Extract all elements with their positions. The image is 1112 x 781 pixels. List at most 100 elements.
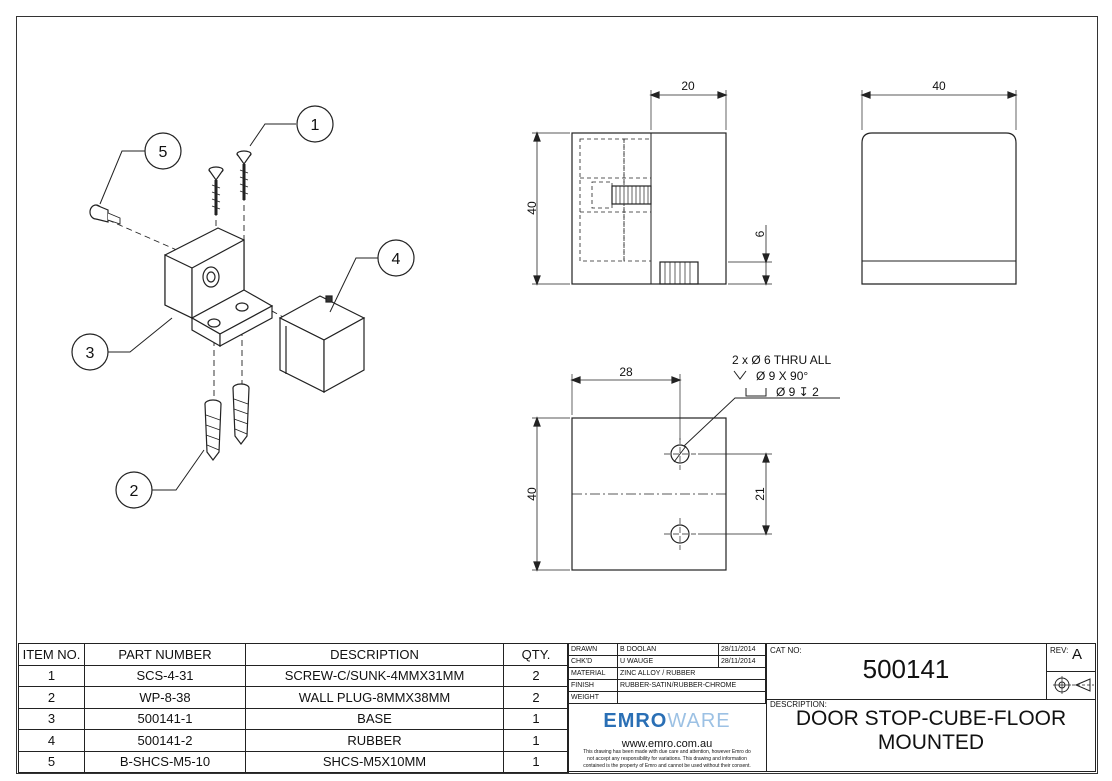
- rev-label: REV:: [1050, 646, 1069, 655]
- sheet-border: [16, 16, 1098, 774]
- dim-side-width: 20: [681, 79, 695, 93]
- finish-label: FINISH: [568, 679, 618, 692]
- approval-grid: DRAWN B DOOLAN 28/11/2014 CHK'D U WAUGE …: [568, 643, 766, 704]
- description-line-2: MOUNTED: [877, 731, 985, 754]
- divider-h1: [766, 699, 1096, 700]
- logo-emro: EMRO: [603, 710, 668, 732]
- bom-header-desc: DESCRIPTION: [245, 643, 504, 666]
- bill-of-materials: ITEM NO. PART NUMBER DESCRIPTION QTY. 1 …: [18, 643, 569, 773]
- chkd-name: U WAUGE: [617, 655, 719, 668]
- drawing-canvas: 1 2 3 4 5 20 40 6: [71, 79, 1018, 572]
- callout-5-label: 5: [159, 144, 168, 161]
- callout-5: [144, 132, 182, 170]
- countersink-icon: [733, 370, 747, 380]
- dim-front-width: 40: [932, 79, 946, 93]
- bom-cell: BASE: [245, 707, 504, 730]
- dim-side-height: 40: [525, 201, 539, 215]
- exploded-view: [89, 123, 378, 491]
- bom-cell: 2: [503, 664, 569, 687]
- finish-row: FINISH RUBBER-SATIN/RUBBER-CHROME: [568, 679, 766, 692]
- bom-cell: 1: [503, 707, 569, 730]
- dim-plan-offset: 28: [619, 365, 633, 379]
- counterbore-icon: [745, 388, 767, 397]
- drawn-label: DRAWN: [568, 643, 618, 656]
- bom-header-part: PART NUMBER: [84, 643, 246, 666]
- material-row: MATERIAL ZINC ALLOY / RUBBER: [568, 667, 766, 680]
- bom-cell: WP-8-38: [84, 686, 246, 709]
- cat-number: 500141: [862, 654, 950, 684]
- wall-plug-1: [204, 399, 222, 461]
- cap-screw: [89, 204, 121, 225]
- bom-cell: SHCS-M5X10MM: [245, 750, 504, 773]
- screw-1: [208, 166, 224, 215]
- company-logo: EMROWARE: [568, 710, 766, 733]
- bom-cell: 1: [503, 729, 569, 752]
- chkd-row: CHK'D U WAUGE 28/11/2014: [568, 655, 766, 668]
- description-label: DESCRIPTION:: [770, 700, 827, 709]
- bom-cell: 2: [503, 686, 569, 709]
- drawn-date: 28/11/2014: [718, 643, 766, 656]
- hole-note-line-3: Ø 9 ↧ 2: [776, 385, 819, 399]
- chkd-date: 28/11/2014: [718, 655, 766, 668]
- bom-cell: 3: [18, 707, 85, 730]
- material-value: ZINC ALLOY / RUBBER: [617, 667, 766, 680]
- callout-4: [377, 239, 415, 277]
- divider-h2: [1046, 671, 1096, 672]
- bom-header-item: ITEM NO.: [18, 643, 85, 666]
- front-view: [860, 90, 1018, 285]
- side-view: [532, 90, 772, 286]
- disclaimer-2: not accept any responsibility for variat…: [587, 756, 747, 762]
- weight-row: WEIGHT: [568, 691, 766, 704]
- base-bracket: [164, 227, 274, 348]
- cat-label: CAT NO:: [770, 646, 802, 655]
- bom-cell: 5: [18, 750, 85, 773]
- material-label: MATERIAL: [568, 667, 618, 680]
- bom-cell: 500141-1: [84, 707, 246, 730]
- logo-ware: WARE: [667, 710, 731, 732]
- drawn-row: DRAWN B DOOLAN 28/11/2014: [568, 643, 766, 656]
- table-row: 3 500141-1 BASE 1: [18, 707, 569, 730]
- bom-header-qty: QTY.: [503, 643, 569, 666]
- table-row: 5 B-SHCS-M5-10 SHCS-M5X10MM 1: [18, 750, 569, 773]
- bom-cell: 500141-2: [84, 729, 246, 752]
- disclaimer-3: contained is the property of Emro and ca…: [583, 763, 751, 769]
- disclaimer-1: This drawing has been made with due care…: [583, 749, 751, 755]
- table-row: 4 500141-2 RUBBER 1: [18, 729, 569, 752]
- callout-1-label: 1: [311, 117, 320, 134]
- weight-label: WEIGHT: [568, 691, 618, 704]
- weight-value: [617, 691, 766, 704]
- callout-1: [296, 105, 334, 143]
- wall-plug-2: [232, 383, 250, 445]
- screw-2: [236, 150, 252, 200]
- hole-note-line-2: Ø 9 X 90°: [756, 369, 808, 383]
- table-row: 1 SCS-4-31 SCREW-C/SUNK-4MMX31MM 2: [18, 664, 569, 687]
- callout-2-label: 2: [130, 483, 139, 500]
- rubber-cube: [278, 295, 366, 394]
- bom-cell: RUBBER: [245, 729, 504, 752]
- callout-4-label: 4: [392, 251, 401, 268]
- website: www.emro.com.au: [621, 738, 713, 750]
- divider-v1: [766, 643, 767, 772]
- bom-cell: SCS-4-31: [84, 664, 246, 687]
- callout-2: [115, 471, 153, 509]
- description-line-1: DOOR STOP-CUBE-FLOOR: [795, 707, 1067, 730]
- bom-header-row: ITEM NO. PART NUMBER DESCRIPTION QTY.: [18, 643, 569, 666]
- dim-plan-spacing: 21: [753, 487, 767, 501]
- rev-value: A: [1072, 646, 1083, 663]
- callout-3-label: 3: [86, 345, 95, 362]
- dim-plan-height: 40: [525, 487, 539, 501]
- bom-cell: 1: [18, 664, 85, 687]
- callout-3: [71, 333, 109, 371]
- title-block: [567, 643, 1096, 772]
- table-row: 2 WP-8-38 WALL PLUG-8MMX38MM 2: [18, 686, 569, 709]
- bom-cell: 4: [18, 729, 85, 752]
- chkd-label: CHK'D: [568, 655, 618, 668]
- drawn-name: B DOOLAN: [617, 643, 719, 656]
- bom-cell: WALL PLUG-8MMX38MM: [245, 686, 504, 709]
- bom-cell: 1: [503, 750, 569, 773]
- dim-side-foot: 6: [753, 230, 767, 237]
- bom-cell: SCREW-C/SUNK-4MMX31MM: [245, 664, 504, 687]
- projection-symbol-icon: [1053, 676, 1094, 694]
- bom-cell: B-SHCS-M5-10: [84, 750, 246, 773]
- hole-note-line-1: 2 x Ø 6 THRU ALL: [732, 353, 831, 367]
